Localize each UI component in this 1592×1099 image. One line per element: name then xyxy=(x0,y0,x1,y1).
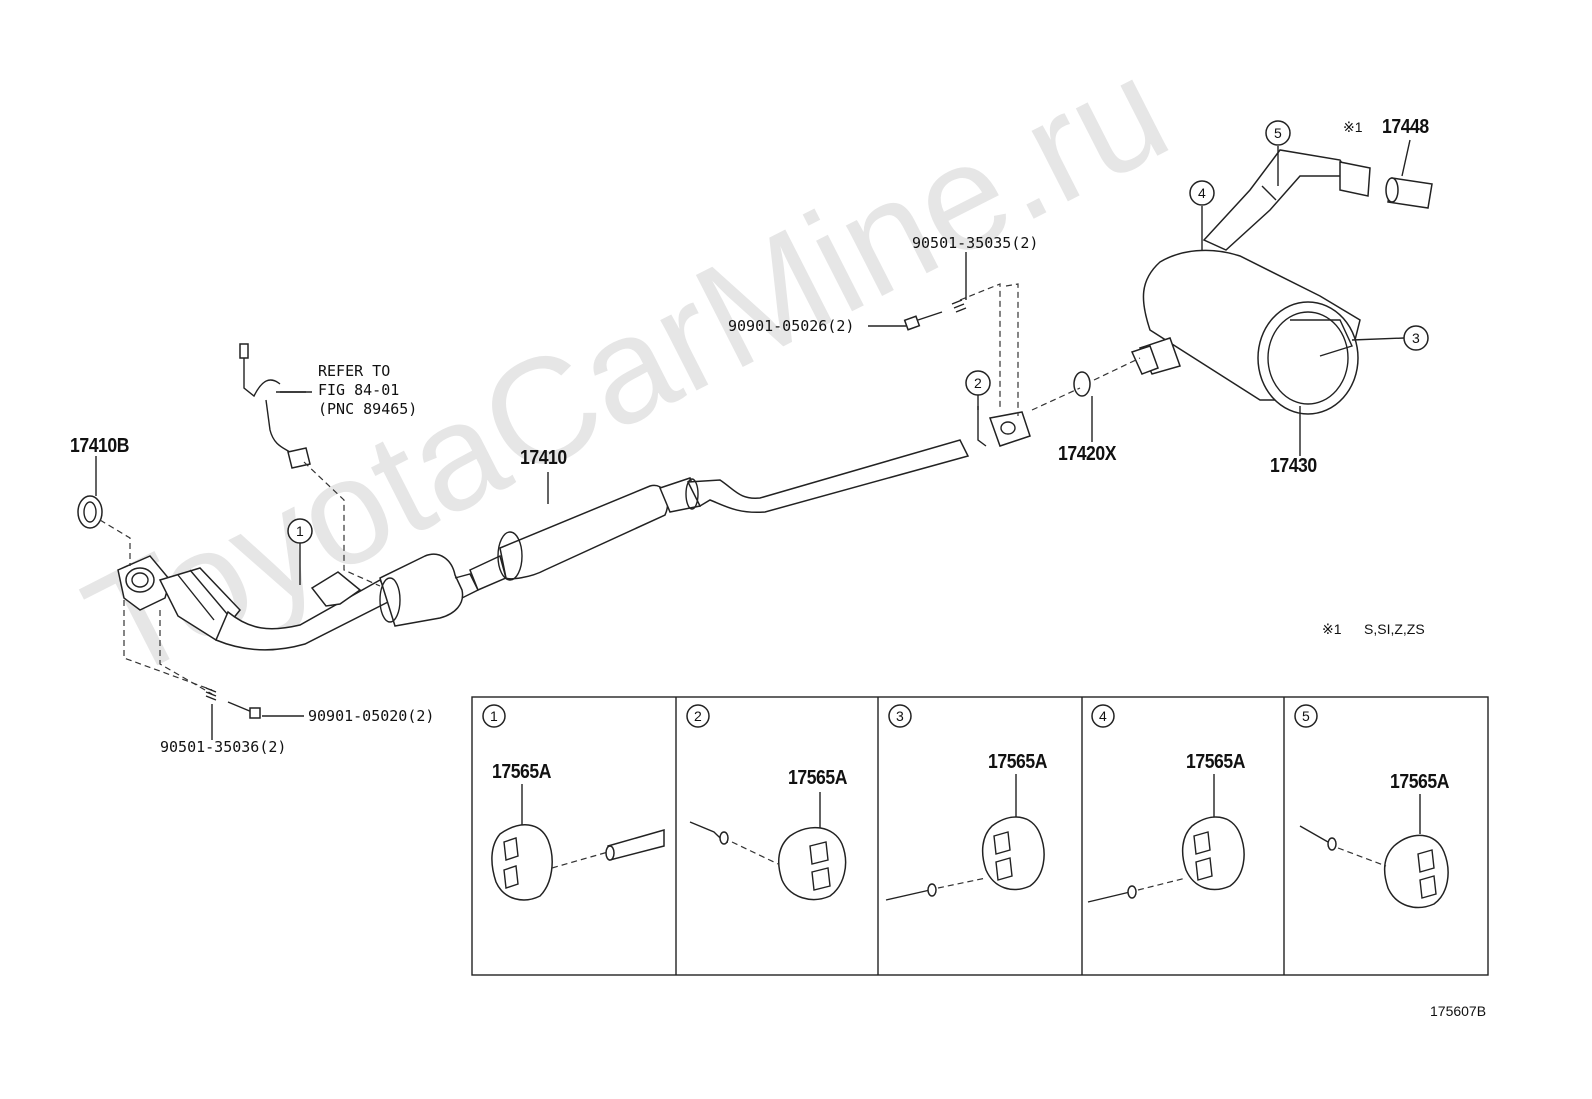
inset-3-part: 17565A xyxy=(988,751,1048,773)
refer-line-1: REFER TO xyxy=(318,362,391,380)
mark-17448: ※1 xyxy=(1343,119,1363,135)
refer-line-2: FIG 84-01 xyxy=(318,381,400,399)
option-note-mark: ※1 xyxy=(1322,621,1342,637)
refer-note: REFER TO FIG 84-01 (PNC 89465) xyxy=(318,362,417,419)
gasket-17410B xyxy=(77,495,103,529)
inset-5-number: 5 xyxy=(1302,708,1310,724)
callout-3: 3 xyxy=(1412,330,1420,346)
label-bolt-rear: 90901-05026(2) xyxy=(728,317,855,335)
inset-table xyxy=(471,696,1489,976)
muffler-17430 xyxy=(1130,149,1371,415)
label-17420X: 17420X xyxy=(1058,443,1117,465)
gasket-17420X xyxy=(1073,371,1091,397)
inset-5-part: 17565A xyxy=(1390,771,1450,793)
center-pipe xyxy=(469,406,1031,591)
label-17410: 17410 xyxy=(520,447,567,469)
inset-2-number: 2 xyxy=(694,708,702,724)
label-17430: 17430 xyxy=(1270,455,1317,477)
oxygen-sensor xyxy=(239,343,311,469)
inset-2-part: 17565A xyxy=(788,767,848,789)
option-note-text: S,SI,Z,ZS xyxy=(1364,621,1425,637)
figure-id: 175607B xyxy=(1430,1003,1487,1019)
label-17448: 17448 xyxy=(1382,116,1429,138)
inset-1-hanger xyxy=(491,784,665,901)
callout-5: 5 xyxy=(1274,125,1282,141)
label-spring-rear: 90501-35035(2) xyxy=(912,234,1039,252)
inset-4-part: 17565A xyxy=(1186,751,1246,773)
label-bolt-front: 90901-05020(2) xyxy=(308,707,435,725)
callout-2: 2 xyxy=(974,375,982,391)
inset-2-hanger xyxy=(689,792,847,901)
hardware xyxy=(205,299,967,719)
refer-line-3: (PNC 89465) xyxy=(318,400,418,418)
front-pipe xyxy=(117,553,479,651)
inset-1-part: 17565A xyxy=(492,761,552,783)
inset-4-hanger xyxy=(1087,774,1245,903)
inset-5-hanger xyxy=(1299,794,1449,909)
inset-4-number: 4 xyxy=(1099,708,1107,724)
label-spring-front: 90501-35036(2) xyxy=(160,738,287,756)
callout-1: 1 xyxy=(296,523,304,539)
inset-3-number: 3 xyxy=(896,708,904,724)
inset-3-hanger xyxy=(885,774,1045,901)
callout-circles xyxy=(287,120,1429,544)
label-17410B: 17410B xyxy=(70,435,130,457)
callout-4: 4 xyxy=(1198,185,1206,201)
tail-tip-17448 xyxy=(1385,177,1433,209)
leaders xyxy=(95,139,1411,740)
inset-1-number: 1 xyxy=(490,708,498,724)
